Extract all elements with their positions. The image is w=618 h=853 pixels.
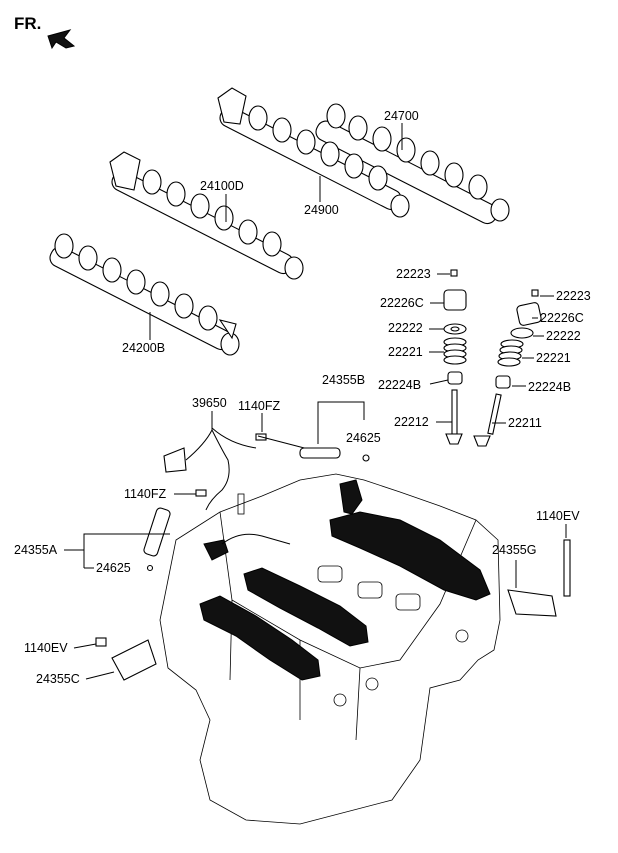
label-24625-upper: 24625 (346, 431, 381, 445)
camshaft-24700[interactable] (313, 103, 510, 227)
front-arrow-icon (47, 29, 76, 50)
label-24625-lower: 24625 (96, 561, 131, 575)
front-direction-label: FR. (14, 14, 41, 33)
label-24355g: 24355G (492, 543, 536, 557)
label-22226c-left: 22226C (380, 296, 424, 310)
label-22226c-right: 22226C (540, 311, 584, 325)
sensor-24355a[interactable] (143, 507, 171, 572)
label-24900: 24900 (304, 203, 339, 217)
sensor-24355c[interactable] (95, 637, 157, 681)
camshaft-24900[interactable] (217, 87, 410, 218)
label-22223-left: 22223 (396, 267, 431, 281)
label-22223-right: 22223 (556, 289, 591, 303)
label-24200b: 24200B (122, 341, 165, 355)
label-22224b-right: 22224B (528, 380, 571, 394)
engine-block (159, 473, 501, 825)
label-24355b: 24355B (322, 373, 365, 387)
label-22222-right: 22222 (546, 329, 581, 343)
label-22224b-left: 22224B (378, 378, 421, 392)
label-1140ev-left: 1140EV (24, 641, 68, 655)
label-1140fz-upper: 1140FZ (238, 399, 281, 413)
label-22222-left: 22222 (388, 321, 423, 335)
label-24700: 24700 (384, 109, 419, 123)
camshaft-24200b[interactable] (47, 233, 240, 356)
sensor-24355b[interactable] (257, 435, 370, 462)
camshaft-24100d[interactable] (109, 151, 304, 280)
wiring-harness-39650[interactable] (163, 426, 257, 511)
label-1140fz-lower: 1140FZ (124, 487, 167, 501)
label-22211: 22211 (508, 416, 542, 430)
valve-train-right[interactable] (473, 289, 542, 447)
label-22212: 22212 (394, 415, 429, 429)
ignition-coil-bank-left (199, 539, 369, 681)
valve-train-left[interactable] (443, 269, 467, 445)
label-22221-right: 22221 (536, 351, 571, 365)
sensor-24355g[interactable] (507, 539, 571, 617)
label-24100d: 24100D (200, 179, 244, 193)
label-22221-left: 22221 (388, 345, 423, 359)
label-39650: 39650 (192, 396, 227, 410)
label-24355c: 24355C (36, 672, 80, 686)
bolt-1140fz-lower[interactable] (195, 489, 207, 497)
ignition-coil-bank-right (329, 479, 491, 601)
label-24355a: 24355A (14, 543, 58, 557)
label-1140ev-right: 1140EV (536, 509, 580, 523)
